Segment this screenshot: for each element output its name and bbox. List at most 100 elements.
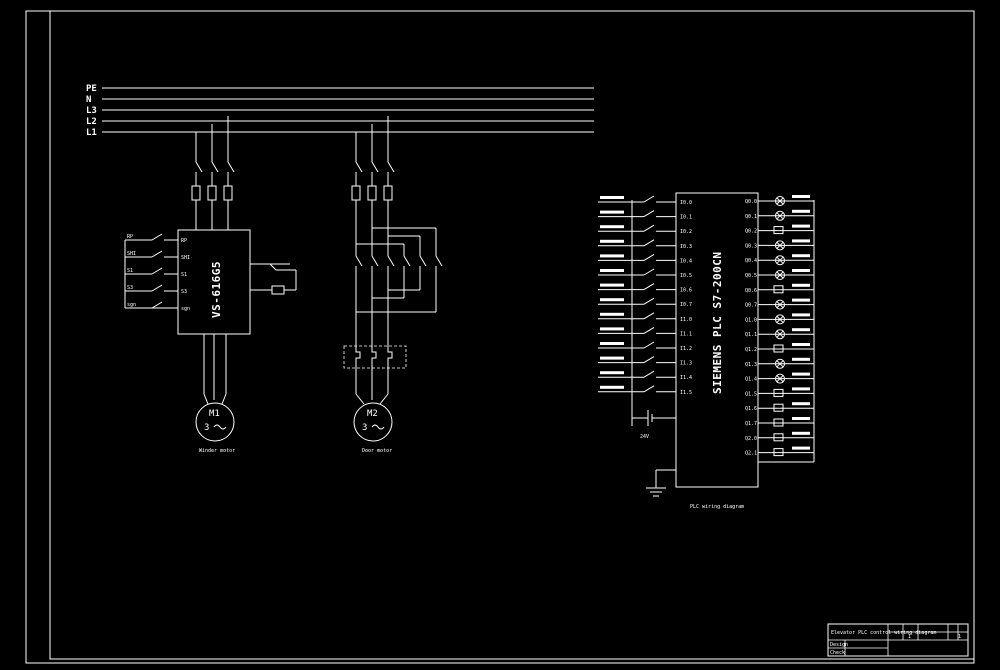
designer-label: Design xyxy=(830,642,848,648)
output-desc-block xyxy=(792,283,810,287)
plc-input-rung: I1.1 xyxy=(598,326,692,337)
plc-model-label: SIEMENS PLC S7-200CN xyxy=(711,252,724,394)
plc-input-rung: I1.2 xyxy=(598,341,692,352)
output-desc-block xyxy=(792,209,810,213)
plc-output-address: Q1.1 xyxy=(745,332,757,338)
indicator-lamp-icon xyxy=(775,240,785,251)
title-block: Elevator PLC control wiring diagram Desi… xyxy=(827,623,969,657)
output-desc-block xyxy=(792,402,810,406)
input-desc-block xyxy=(600,225,624,229)
plc-output-rung: Q2.0 xyxy=(745,431,814,442)
plc-output-address: Q1.7 xyxy=(745,421,757,427)
plc-output-rung: Q0.3 xyxy=(745,239,814,251)
relay-coil xyxy=(271,285,285,295)
plc-input-address: I0.6 xyxy=(680,288,692,294)
plc-input-address: I1.5 xyxy=(680,390,692,396)
plc-output-rung: Q1.2 xyxy=(745,343,814,353)
plc-input-address: I0.3 xyxy=(680,244,692,250)
plc-input-rung: I0.5 xyxy=(598,268,692,279)
fuses-fu1 xyxy=(191,185,233,201)
plc-output-address: Q0.3 xyxy=(745,243,757,249)
output-desc-block xyxy=(792,372,810,376)
plc-output-address: Q0.7 xyxy=(745,303,757,309)
indicator-lamp-icon xyxy=(775,196,785,206)
plc-output-rung: Q1.5 xyxy=(745,387,814,397)
indicator-lamp-icon xyxy=(775,255,785,266)
input-desc-block xyxy=(600,210,624,214)
plc-box xyxy=(675,192,759,488)
plc-input-address: I1.4 xyxy=(680,375,692,381)
indicator-lamp-icon xyxy=(775,373,785,384)
input-desc-block xyxy=(600,312,624,316)
checker-label: Check xyxy=(830,650,845,656)
bus-label: L2 xyxy=(86,117,97,127)
drawing-title: Elevator PLC control wiring diagram xyxy=(831,630,936,636)
indicator-lamp-icon xyxy=(775,210,785,221)
bus-label: PE xyxy=(86,84,97,94)
door-motor-circuit: M2 3 Door motor xyxy=(343,116,443,454)
supply-label: 24V xyxy=(640,434,649,440)
input-desc-block xyxy=(600,283,624,287)
vfd-input-label: S3 xyxy=(127,285,133,291)
output-desc-block xyxy=(792,195,810,198)
output-desc-block xyxy=(792,431,810,435)
output-desc-block xyxy=(792,446,810,450)
plc-output-rung: Q0.0 xyxy=(745,195,814,206)
outer-border xyxy=(25,10,975,664)
plc-output-rung: Q0.6 xyxy=(745,283,814,294)
plc-output-address: Q1.2 xyxy=(745,347,757,353)
indicator-lamp-icon xyxy=(775,314,785,325)
plc-input-address: I0.7 xyxy=(680,302,692,308)
motor-m1-phase: 3 xyxy=(204,423,209,433)
motor-m2 xyxy=(353,402,393,442)
relay-coil-icon xyxy=(773,226,784,235)
plc-input-rung: I0.2 xyxy=(598,224,692,235)
plc-output-rung: Q1.4 xyxy=(745,372,814,384)
input-desc-block xyxy=(600,269,624,272)
plc-output-address: Q0.1 xyxy=(745,214,757,220)
input-desc-block xyxy=(600,196,624,199)
plc-output-rungs: Q0.0Q0.1Q0.2Q0.3Q0.4Q0.5Q0.6Q0.7Q1.0Q1.1… xyxy=(745,195,815,463)
relay-coil-icon xyxy=(773,448,784,457)
indicator-lamp-icon xyxy=(775,329,785,340)
vfd-input-label: sgn xyxy=(127,302,136,308)
plc-input-rung: I0.1 xyxy=(598,210,692,221)
ac-symbol-icon xyxy=(213,424,227,430)
plc-input-address: I0.0 xyxy=(680,200,692,206)
vfd-input-label: SHI xyxy=(127,251,136,257)
bus-label: L3 xyxy=(86,106,97,116)
vfd-terminal-label: SHI xyxy=(181,255,190,261)
plc-input-address: I0.2 xyxy=(680,229,692,235)
output-desc-block xyxy=(792,343,810,346)
relay-coil-icon xyxy=(773,388,784,397)
plc-input-address: I0.4 xyxy=(680,258,692,264)
plc-input-rung: I0.0 xyxy=(598,195,692,206)
plc-output-address: Q2.1 xyxy=(745,451,757,457)
plc-output-rung: Q0.5 xyxy=(745,269,814,280)
indicator-lamp-icon xyxy=(775,299,785,310)
ac-symbol-icon xyxy=(371,424,385,430)
plc-output-rung: Q0.2 xyxy=(745,224,814,235)
plc-output-rung: Q1.7 xyxy=(745,417,814,427)
output-desc-block xyxy=(792,387,810,391)
ground-icon xyxy=(646,469,676,497)
plc-output-rung: Q1.0 xyxy=(745,313,814,325)
plc-input-address: I1.2 xyxy=(680,346,692,352)
plc-caption: PLC wiring diagram xyxy=(690,504,744,510)
input-desc-block xyxy=(600,327,624,331)
plc-input-address: I0.5 xyxy=(680,273,692,279)
fuses-fu2 xyxy=(351,185,393,201)
motor-m1-name: M1 xyxy=(209,409,220,419)
vfd-input-label: S1 xyxy=(127,268,133,274)
indicator-lamp-icon xyxy=(775,358,785,369)
sheet-total: 1 xyxy=(958,634,961,640)
indicator-lamp-icon xyxy=(775,270,785,280)
output-desc-block xyxy=(792,239,810,243)
plc-output-address: Q1.3 xyxy=(745,362,757,368)
